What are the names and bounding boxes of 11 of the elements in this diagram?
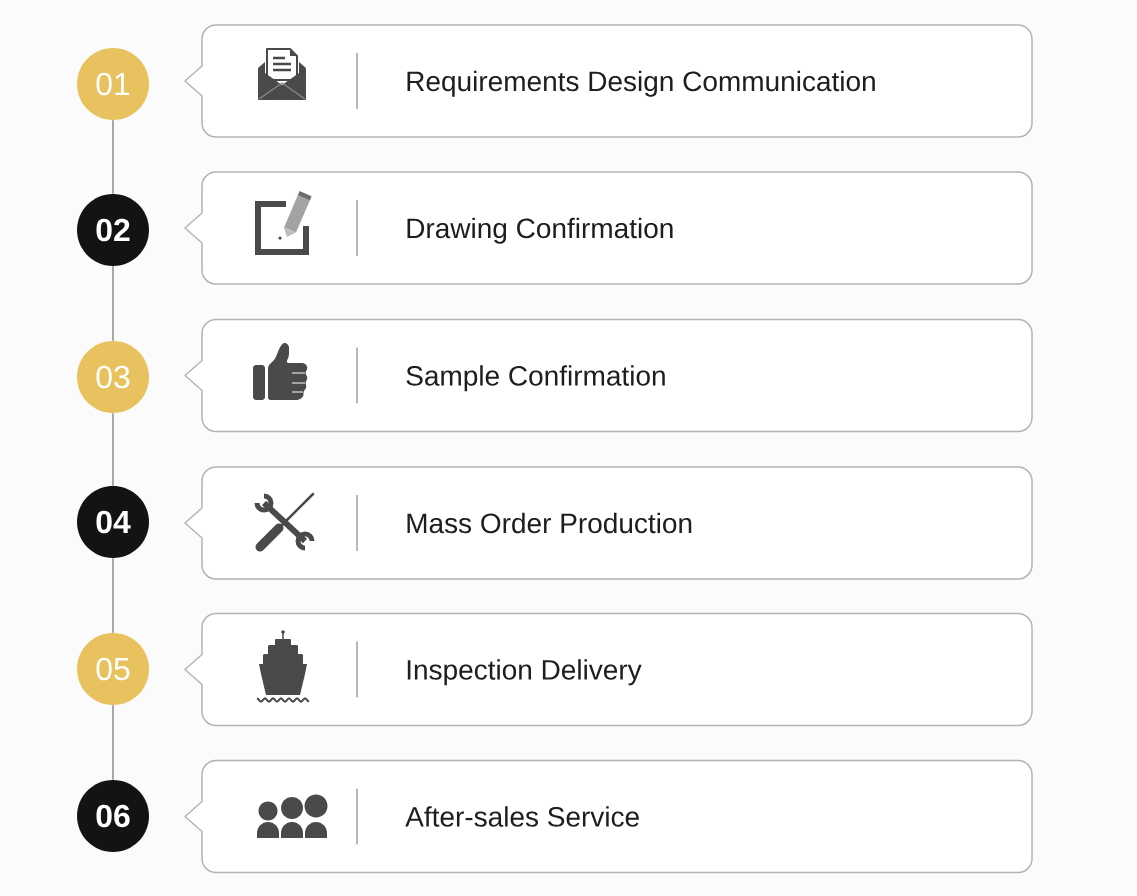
callout-box: Requirements Design Communication bbox=[184, 24, 1033, 138]
connector-line bbox=[112, 119, 114, 195]
callout-box: Inspection Delivery bbox=[184, 612, 1033, 727]
connector-line bbox=[112, 265, 114, 342]
callout-box: Drawing Confirmation bbox=[184, 171, 1033, 285]
callout-box: After-sales Service bbox=[184, 759, 1033, 874]
callout-box: Sample Confirmation bbox=[184, 318, 1033, 433]
connector-line bbox=[112, 557, 114, 634]
callout-box: Mass Order Production bbox=[184, 466, 1033, 580]
connector-line bbox=[112, 704, 114, 781]
connector-line bbox=[112, 412, 114, 487]
